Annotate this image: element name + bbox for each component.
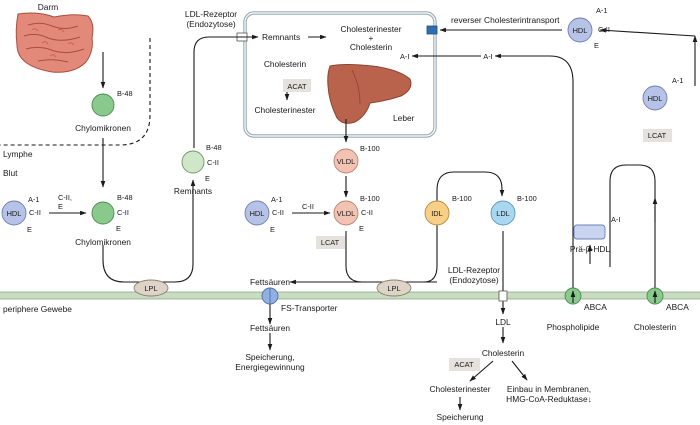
- b48-label-top: B-48: [117, 89, 133, 98]
- cholesterin-right-label: Cholesterin: [634, 322, 677, 332]
- cholesterinester-low-label: Cholesterinester: [430, 384, 491, 394]
- ce-chol-2: +: [369, 33, 374, 43]
- remnant-particle: [181, 150, 205, 174]
- hdl-particle-top-right: [567, 17, 593, 43]
- abca-label-1: ABCA: [584, 302, 607, 312]
- c2e-transfer-2: E: [58, 202, 63, 211]
- phospholipide-label: Phospholipide: [547, 322, 600, 332]
- periphere-gewebe-label: periphere Gewebe: [3, 304, 72, 314]
- einbau-label-1: Einbau in Membranen,: [507, 384, 591, 394]
- vldl-liver-b100: B-100: [360, 144, 380, 153]
- chylomicron-particle-top: [91, 93, 115, 117]
- hdl-top-right-a1: A-1: [596, 6, 608, 15]
- ai-liver-label: A-I: [400, 52, 409, 61]
- hdl-receptor-top: [426, 25, 438, 35]
- ldl-particle: [490, 200, 516, 226]
- hdl-particle-left: [1, 200, 27, 226]
- speicherung-low-label: Speicherung: [436, 412, 483, 422]
- lpl-enzyme-2: [376, 279, 412, 297]
- vldl-particle-liver: [333, 148, 359, 174]
- prae-hdl-label: Prä-β-HDL: [570, 244, 611, 254]
- hdl-mid-c2: C-II: [272, 208, 284, 217]
- chylomicron-particle-blood: [91, 201, 115, 225]
- acat-tag-liver: ACAT: [287, 82, 307, 91]
- remnant-c2: C-II: [207, 158, 219, 167]
- ldl-receptor-mid-label: LDL-Rezeptor: [448, 265, 500, 275]
- vldl-blood-name: VLDL: [337, 209, 356, 218]
- lpl-label-2: LPL: [387, 284, 400, 293]
- ldl-receptor-top-label-2: (Endozytose): [186, 19, 236, 29]
- hdl-left-name: HDL: [7, 209, 22, 218]
- ldl-receptor-top-label: LDL-Rezeptor: [185, 9, 237, 19]
- vldl-blood-b100: B-100: [360, 194, 380, 203]
- lpl-label-1: LPL: [144, 284, 157, 293]
- chylomicrons-label-top: Chylomikronen: [75, 123, 131, 133]
- intestine-icon: [15, 12, 94, 73]
- ldl-b100: B-100: [517, 194, 537, 203]
- c2e-transfer-1: C-II,: [58, 193, 72, 202]
- liver-cholesterin: Cholesterin: [264, 59, 307, 69]
- hdl-left-c2: C-II: [29, 208, 41, 217]
- chylo-blut-c2: C-II: [117, 208, 129, 217]
- remnant-b48: B-48: [206, 143, 222, 152]
- chylomicrons-label-bottom: Chylomikronen: [75, 237, 131, 247]
- vldl-liver-name: VLDL: [337, 157, 356, 166]
- remnant-e: E: [205, 174, 210, 183]
- hdl-left-a1: A-1: [28, 195, 40, 204]
- liver-cholesterinester: Cholesterinester: [255, 105, 316, 115]
- ce-chol-1: Cholesterinester: [341, 24, 402, 34]
- speicherung-label-2: Energiegewinnung: [235, 362, 305, 372]
- chylo-blut-e: E: [116, 224, 121, 233]
- vldl-blood-c2: C-II: [361, 208, 373, 217]
- lpl-enzyme-1: [133, 279, 169, 297]
- lymph-boundary: [0, 38, 151, 146]
- idl-particle: [424, 200, 450, 226]
- ldl-receptor-mid-label-2: (Endozytose): [449, 275, 499, 285]
- darm-label: Darm: [38, 2, 58, 12]
- hdl-mid-a1: A-1: [271, 195, 283, 204]
- remnants-label-left: Remnants: [174, 186, 212, 196]
- peripheral-membrane: [0, 292, 700, 299]
- lcat-tag-vldl: LCAT: [321, 238, 340, 247]
- lymphe-label: Lymphe: [3, 149, 33, 159]
- lcat-tag-right: LCAT: [648, 131, 667, 140]
- hdl-right-a1: A-1: [672, 76, 684, 85]
- hdl-particle-right: [642, 85, 668, 111]
- fettsaeuren-label-1: Fettsäuren: [250, 277, 290, 287]
- abca-label-2: ABCA: [666, 302, 689, 312]
- chylo-blut-b48: B-48: [117, 193, 133, 202]
- idl-b100: B-100: [452, 194, 472, 203]
- c2-transfer: C-II: [302, 202, 314, 211]
- vldl-particle-blood: [333, 200, 359, 226]
- hdl-left-e: E: [27, 225, 32, 234]
- hdl-mid-e: E: [270, 225, 275, 234]
- hdl-top-right-e: E: [594, 41, 599, 50]
- ai-mid-label: A-I: [483, 52, 492, 61]
- fettsaeuren-label-2: Fettsäuren: [250, 323, 290, 333]
- einbau-label-2: HMG-CoA-Reduktase↓: [506, 394, 592, 404]
- ldl-name: LDL: [496, 209, 510, 218]
- liver-icon: [327, 64, 412, 124]
- blut-label: Blut: [3, 168, 18, 178]
- hdl-mid-name: HDL: [250, 209, 265, 218]
- pre-beta-hdl-particle: [573, 224, 606, 240]
- fs-transporter-label: FS-Transporter: [281, 303, 338, 313]
- ai-pre-label: A-I: [611, 215, 620, 224]
- hdl-top-right-c2: C-II: [598, 25, 610, 34]
- remnants-label-liver: Remnants: [262, 32, 300, 42]
- idl-name: IDL: [431, 209, 443, 218]
- hdl-particle-mid: [244, 200, 270, 226]
- ldl-receptor-membrane: [498, 290, 508, 302]
- ce-chol-3: Cholesterin: [350, 42, 393, 52]
- ldl-low-label: LDL: [495, 317, 511, 327]
- leber-label: Leber: [393, 113, 415, 123]
- speicherung-label-1: Speicherung,: [245, 352, 294, 362]
- acat-tag-low: ACAT: [454, 360, 474, 369]
- vldl-blood-e: E: [359, 224, 364, 233]
- rev-transport-label: reverser Cholesterintransport: [451, 15, 560, 25]
- hdl-top-right-name: HDL: [573, 26, 588, 35]
- hdl-right-name: HDL: [648, 94, 663, 103]
- cholesterin-low-label: Cholesterin: [482, 348, 525, 358]
